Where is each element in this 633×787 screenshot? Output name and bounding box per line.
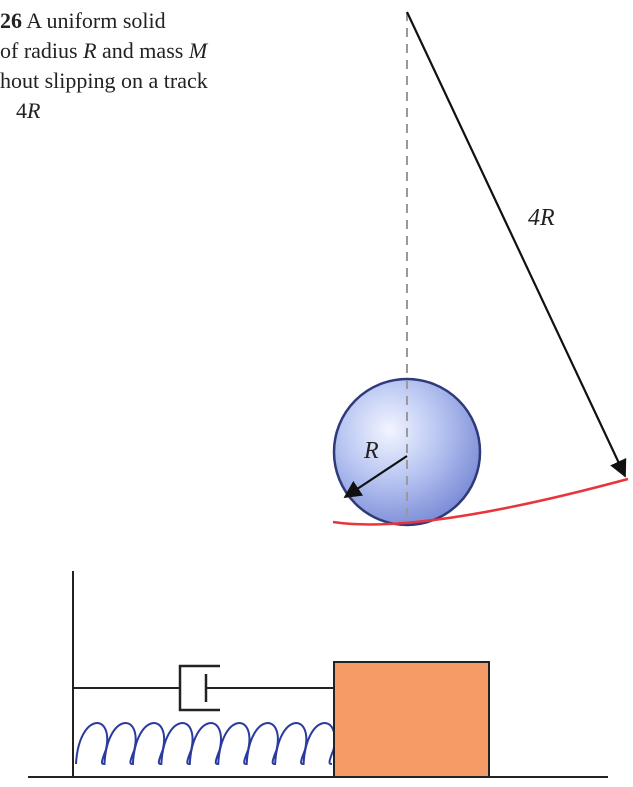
track-radius-variable: R	[27, 98, 41, 123]
spring-damper-mass-diagram	[28, 571, 608, 778]
problem-line-1: 26 A uniform solid	[0, 6, 300, 36]
spring-coil	[75, 722, 336, 766]
ball-in-track-diagram: 4R R	[332, 11, 629, 527]
ball-radius-label: R	[363, 438, 379, 464]
problem-text-4: 4	[16, 98, 27, 123]
problem-text-1: A uniform solid	[22, 8, 166, 33]
mass-variable: M	[188, 38, 208, 63]
curved-track	[332, 477, 629, 526]
damper-cylinder	[178, 664, 220, 712]
radius-variable: R	[83, 38, 97, 63]
problem-line-2: of radius R and mass M	[0, 36, 300, 66]
problem-line-4: 4R	[0, 96, 300, 126]
problem-line-3: hout slipping on a track	[0, 66, 300, 96]
problem-number: 26	[0, 8, 22, 33]
problem-text-2b: and mass	[96, 38, 189, 63]
problem-text-2a: of radius	[0, 38, 84, 63]
problem-statement: 26 A uniform solid of radius R and mass …	[0, 6, 300, 126]
problem-text-3: hout slipping on a track	[0, 68, 208, 93]
mass-block	[333, 661, 490, 778]
track-radius-label: 4R	[528, 205, 555, 231]
track-radius-arrow	[406, 11, 627, 478]
ball-radius-arrow	[343, 455, 408, 498]
